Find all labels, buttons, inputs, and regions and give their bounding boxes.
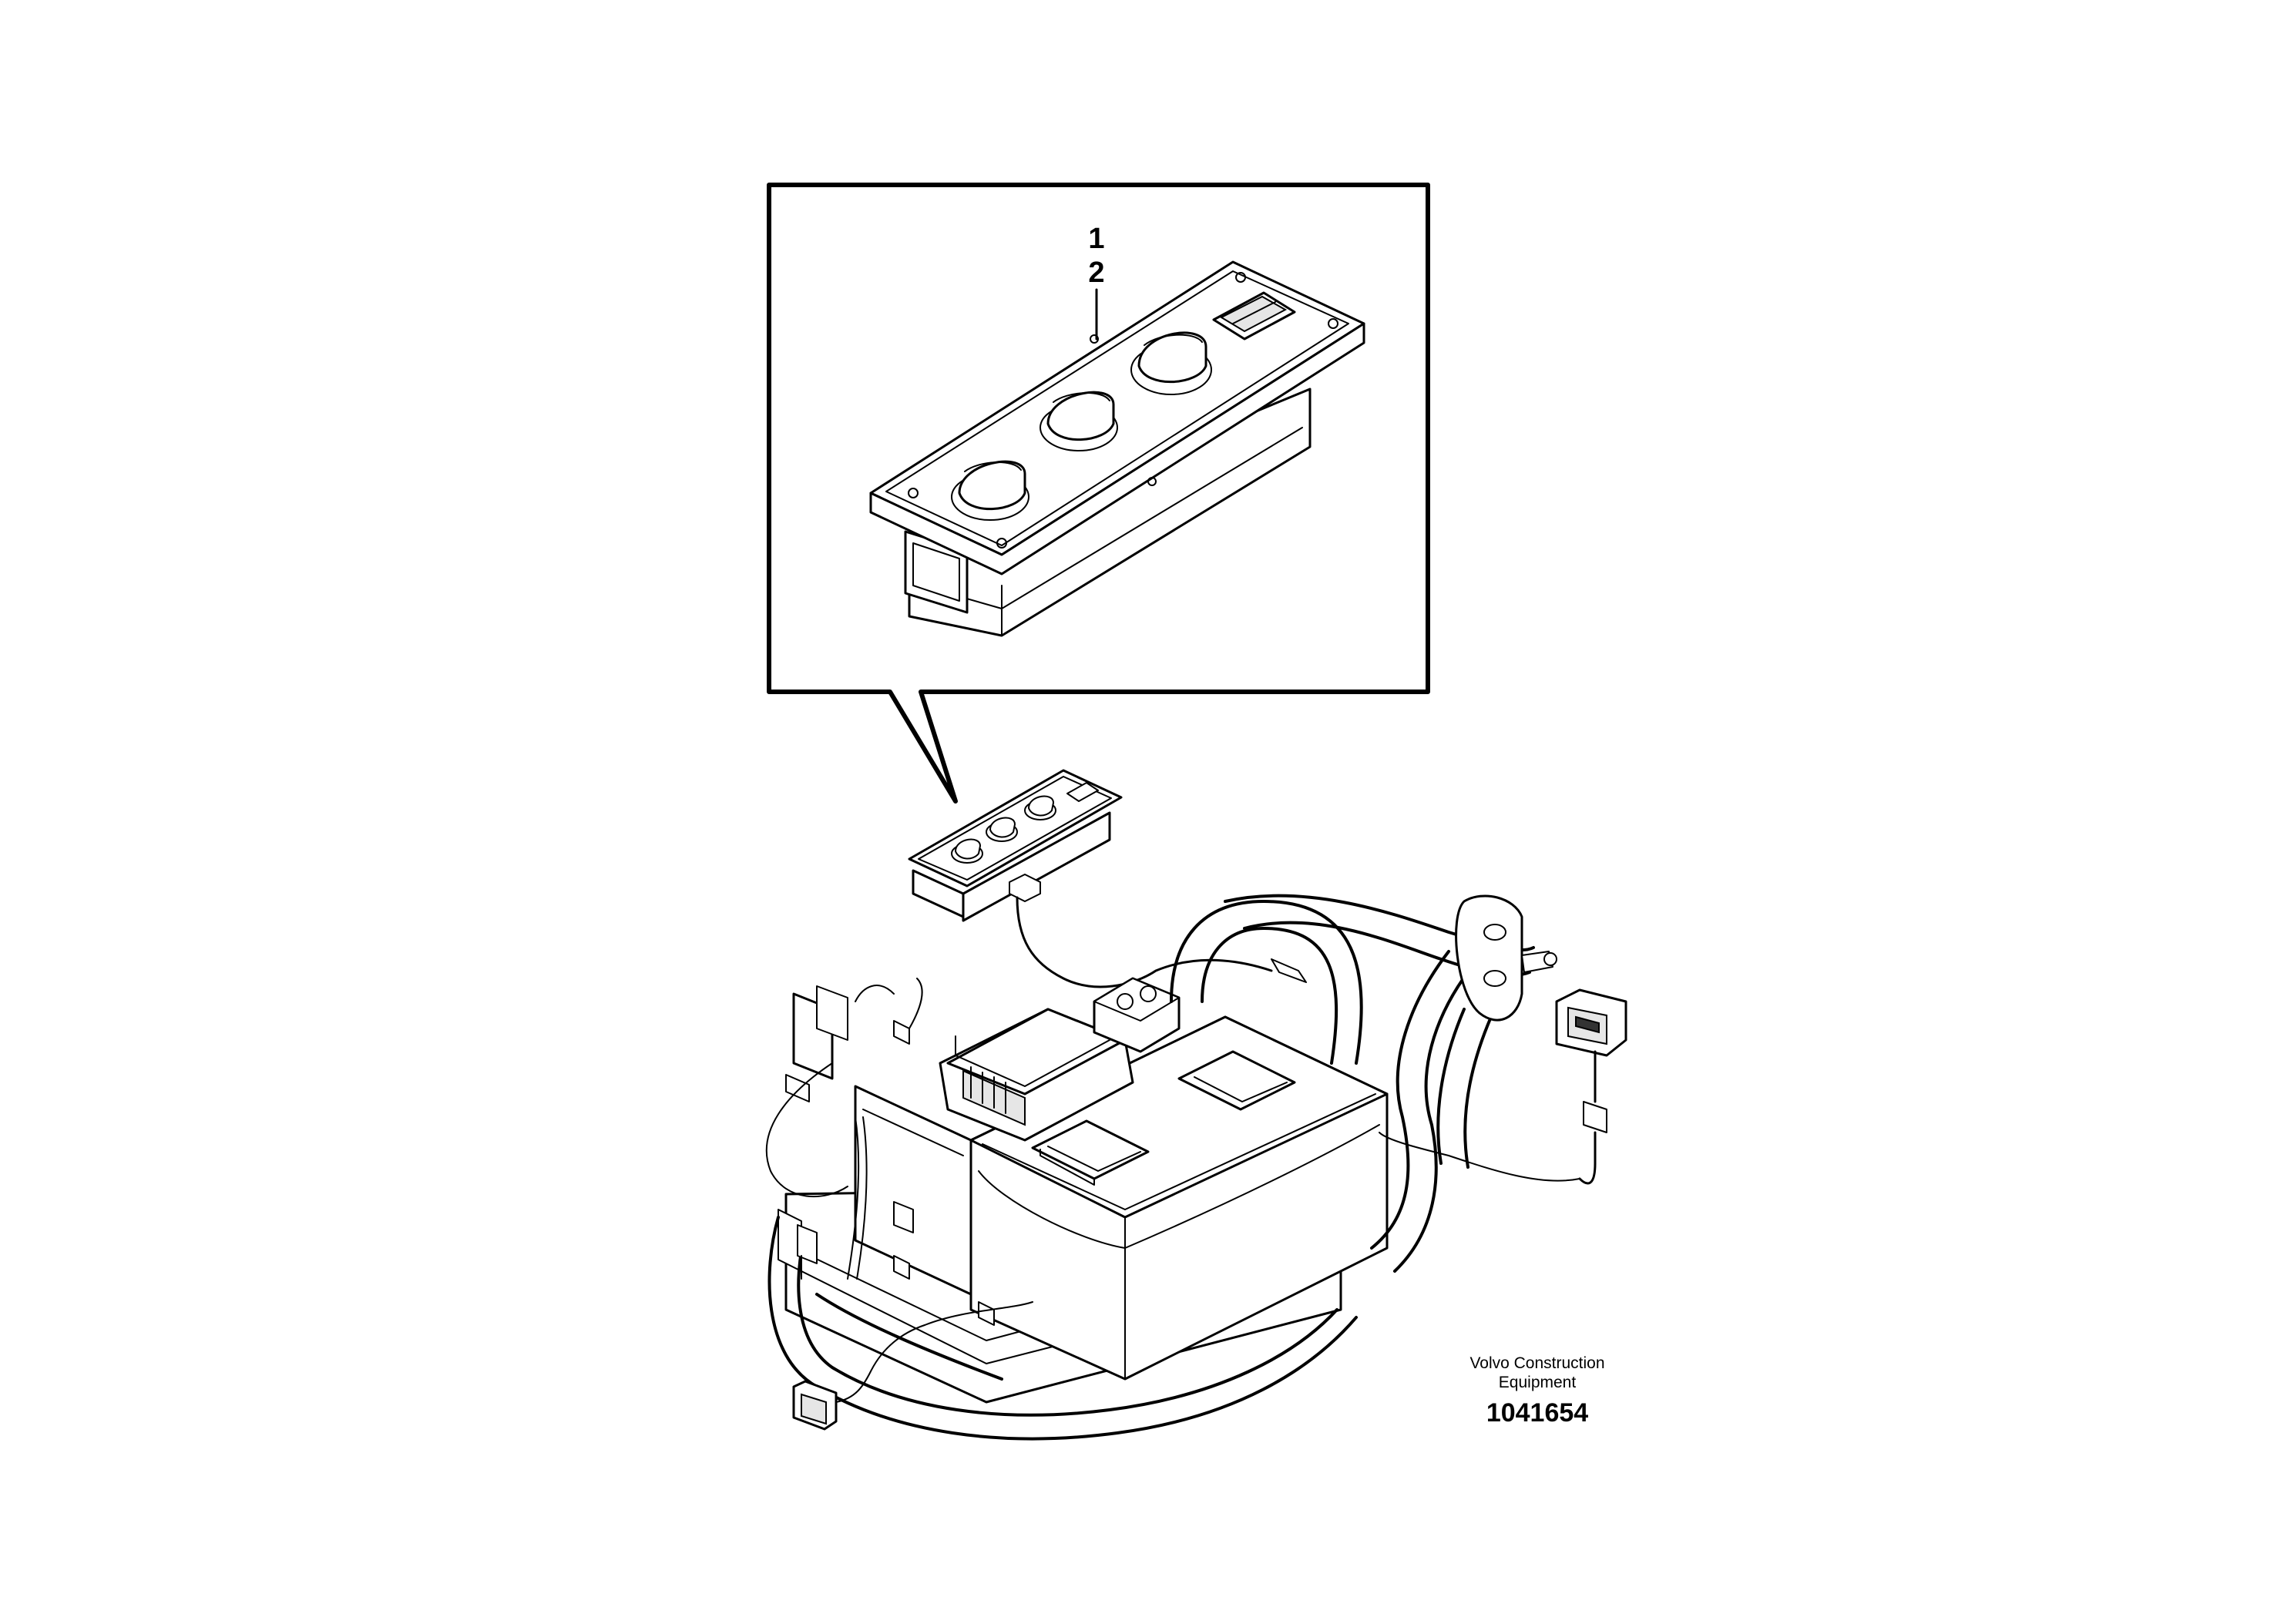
rotary-knob-1	[951, 460, 1029, 521]
temperature-sensor	[1379, 988, 1627, 1185]
company-name-line-2: Equipment	[1499, 1374, 1577, 1391]
control-panel-enlarged	[869, 260, 1365, 637]
bulkhead-fitting	[1455, 894, 1557, 1022]
hvac-unit	[778, 977, 1389, 1404]
panel-cable	[1016, 896, 1273, 988]
rotary-knob-2	[1040, 391, 1118, 451]
callout-number-1: 1	[1088, 223, 1104, 255]
rotary-knob-3	[1130, 331, 1212, 395]
rocker-switch	[1212, 291, 1296, 341]
callout-number-2: 2	[1088, 257, 1104, 289]
wiring-harness	[765, 978, 1033, 1431]
drawing-number: 1041654	[1486, 1398, 1588, 1428]
control-panel-small	[908, 769, 1123, 922]
coolant-hoses	[767, 894, 1535, 1441]
company-name-line-1: Volvo Construction	[1469, 1354, 1604, 1372]
